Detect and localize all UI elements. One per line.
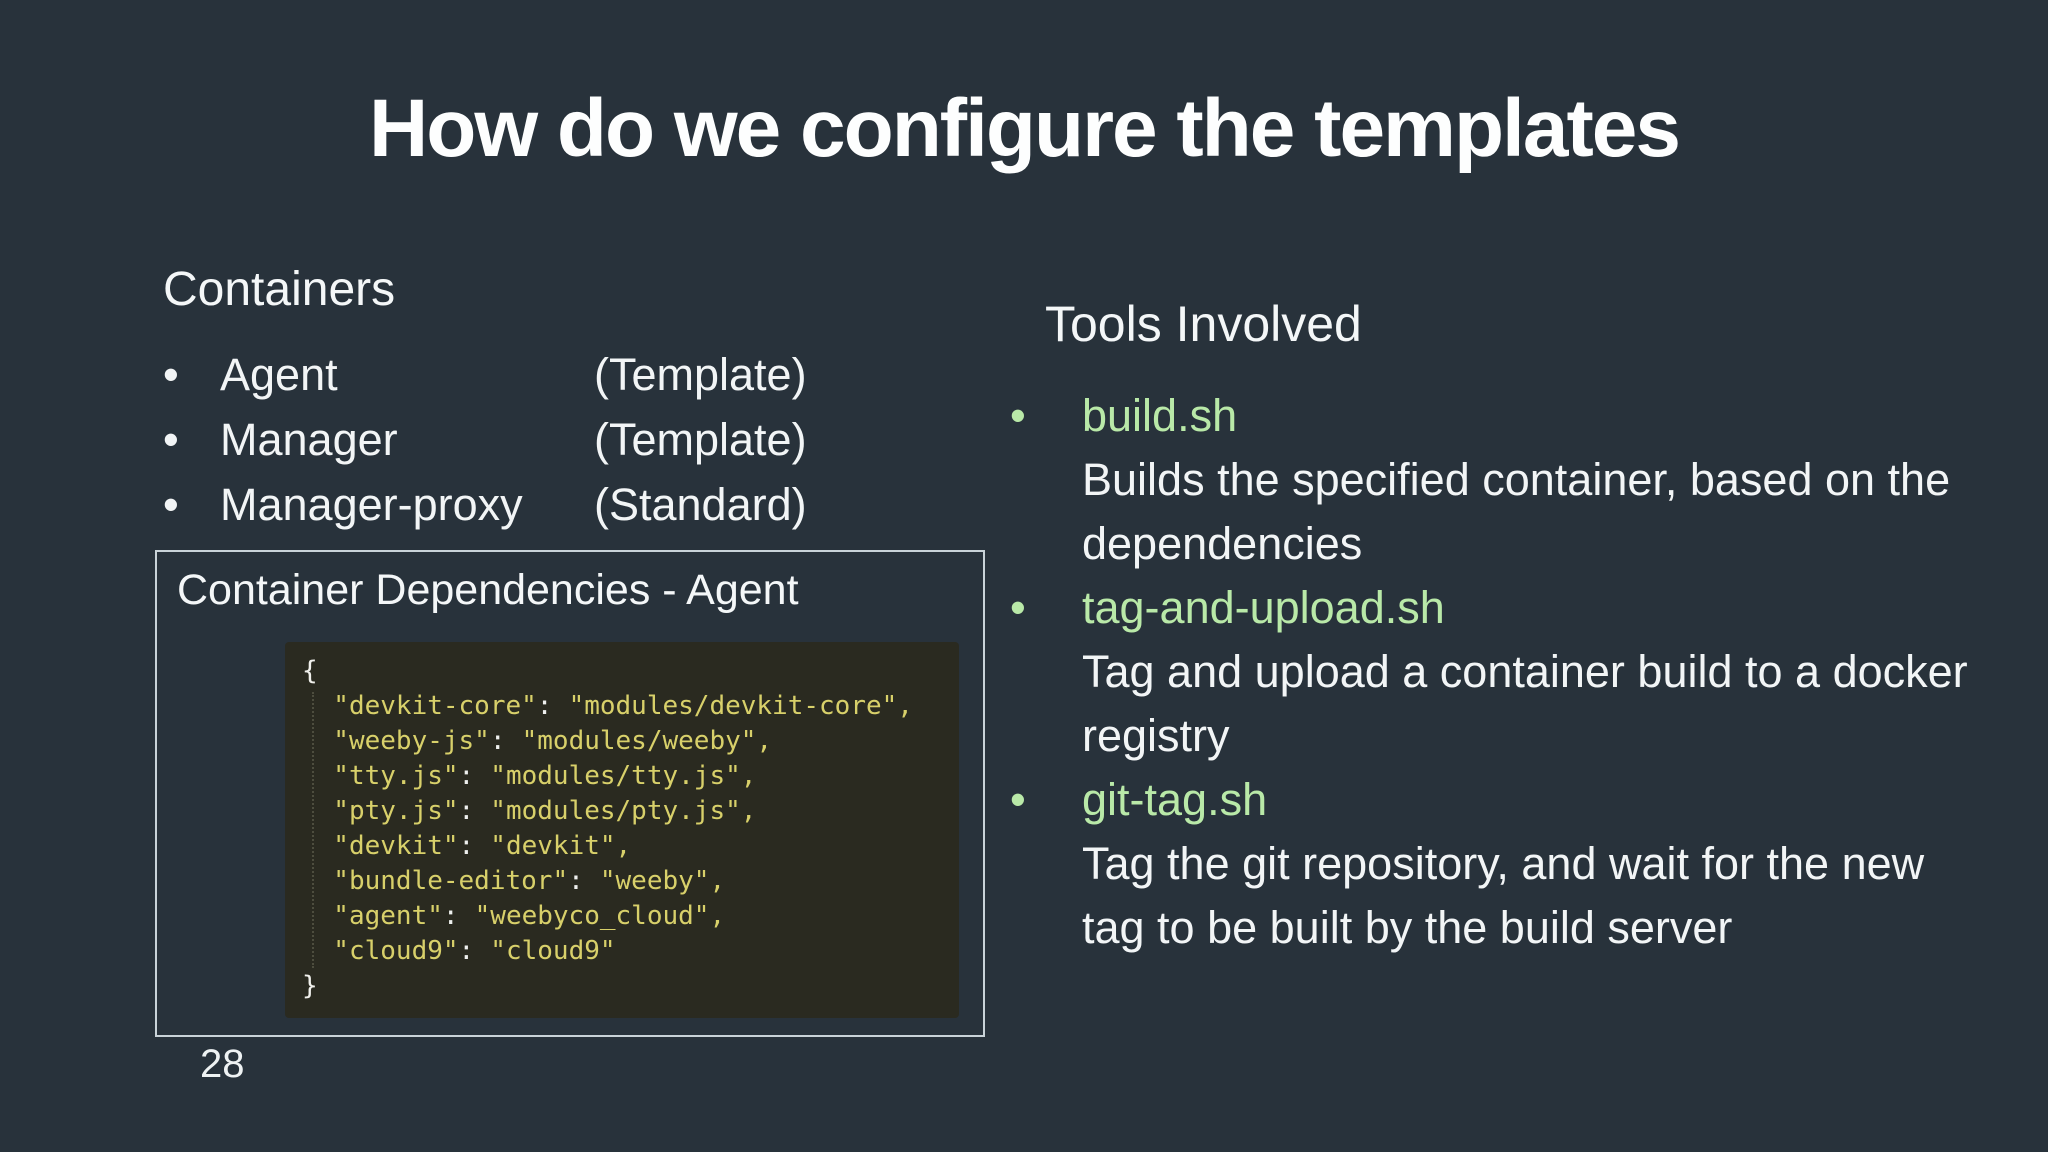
bullet-icon	[1010, 384, 1082, 576]
code-value: "modules/pty.js",	[490, 796, 757, 826]
code-key: "cloud9"	[333, 936, 459, 966]
code-value: "modules/devkit-core",	[568, 691, 913, 721]
page-number: 28	[200, 1042, 245, 1086]
container-type: (Standard)	[594, 479, 807, 530]
code-line: "devkit": "devkit",	[302, 829, 959, 864]
code-colon: :	[489, 726, 506, 756]
slide-title: How do we configure the templates	[369, 83, 1681, 174]
tools-heading: Tools Involved	[1045, 296, 1362, 352]
code-key: "agent"	[333, 901, 443, 931]
container-name: Manager	[220, 414, 398, 465]
code-value: "modules/tty.js",	[490, 761, 757, 791]
code-value: "modules/weeby",	[521, 726, 773, 756]
list-item: build.sh Builds the specified container,…	[1010, 384, 2000, 576]
dependencies-code-screenshot: { "devkit-core": "modules/devkit-core", "…	[285, 642, 959, 1018]
container-name: Agent	[220, 349, 338, 400]
code-colon: :	[458, 936, 475, 966]
list-item: Manager-proxy (Standard)	[163, 472, 807, 537]
code-colon: :	[458, 761, 475, 791]
code-line: "weeby-js": "modules/weeby",	[302, 724, 959, 759]
code-line: "devkit-core": "modules/devkit-core",	[302, 689, 959, 724]
code-key: "bundle-editor"	[333, 866, 569, 896]
code-line: "agent": "weebyco_cloud",	[302, 899, 959, 934]
code-key: "devkit"	[333, 831, 459, 861]
tool-name: git-tag.sh	[1082, 774, 1268, 825]
container-type: (Template)	[594, 414, 807, 465]
code-value: "devkit",	[490, 831, 632, 861]
indent-guide	[312, 692, 314, 968]
list-item: Agent (Template)	[163, 342, 807, 407]
tool-name: build.sh	[1082, 390, 1238, 441]
code-key: "weeby-js"	[333, 726, 490, 756]
code-colon: :	[442, 901, 459, 931]
tool-name: tag-and-upload.sh	[1082, 582, 1445, 633]
bullet-icon	[163, 407, 220, 472]
code-line: "tty.js": "modules/tty.js",	[302, 759, 959, 794]
container-type: (Template)	[594, 349, 807, 400]
code-colon: :	[458, 796, 475, 826]
bullet-icon	[1010, 576, 1082, 768]
bullet-icon	[163, 472, 220, 537]
list-item: git-tag.sh Tag the git repository, and w…	[1010, 768, 2000, 960]
tools-list: build.sh Builds the specified container,…	[1010, 384, 2000, 960]
code-colon: :	[458, 831, 475, 861]
code-value: "cloud9"	[490, 936, 616, 966]
dependencies-box-title: Container Dependencies - Agent	[177, 566, 799, 614]
code-line: "cloud9":"cloud9"	[302, 934, 959, 969]
code-key: "pty.js"	[333, 796, 459, 826]
code-colon: :	[536, 691, 553, 721]
tool-description: Tag and upload a container build to a do…	[1082, 646, 1968, 761]
tool-description: Builds the specified container, based on…	[1082, 454, 1951, 569]
list-item: tag-and-upload.sh Tag and upload a conta…	[1010, 576, 2000, 768]
bullet-icon	[1010, 768, 1082, 960]
code-colon: :	[568, 866, 584, 896]
containers-heading: Containers	[163, 263, 396, 316]
bullet-icon	[163, 342, 220, 407]
tool-description: Tag the git repository, and wait for the…	[1082, 838, 1925, 953]
code-line: "bundle-editor": "weeby",	[302, 864, 959, 899]
code-value: "weeby",	[599, 866, 726, 896]
code-value: "weebyco_cloud",	[474, 901, 726, 931]
code-line: {	[302, 656, 318, 686]
container-name: Manager-proxy	[220, 479, 523, 530]
code-key: "tty.js"	[333, 761, 459, 791]
containers-list: Agent (Template) Manager (Template) Mana…	[163, 342, 807, 537]
container-dependencies-box: Container Dependencies - Agent { "devkit…	[155, 550, 985, 1037]
code-line: "pty.js": "modules/pty.js",	[302, 794, 959, 829]
list-item: Manager (Template)	[163, 407, 807, 472]
code-line: }	[302, 971, 318, 1001]
code-key: "devkit-core"	[333, 691, 537, 721]
